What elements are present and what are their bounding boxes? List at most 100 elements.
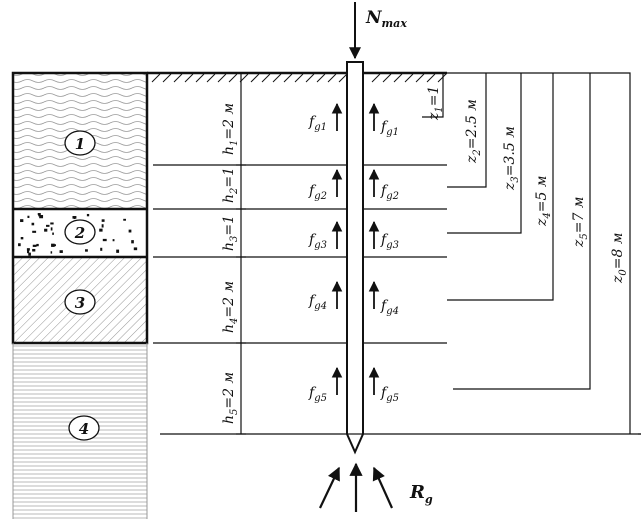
h3-label: h3=1	[221, 215, 240, 251]
friction-arrows	[331, 102, 380, 395]
z3-label: z3=3.5 м	[502, 126, 521, 191]
reaction-label: Rg	[409, 482, 433, 506]
depth-labels: z1=1 z2=2.5 м z3=3.5 м z4=5 м z5=7 м z0=…	[426, 86, 629, 284]
sand-grain	[123, 218, 126, 221]
sand-grain	[27, 250, 30, 254]
z3-bracket	[447, 73, 522, 234]
z0-bracket	[447, 72, 631, 434]
ground-hatch-mark	[173, 73, 183, 83]
sand-grain	[18, 243, 21, 247]
fg2-right: fg2	[380, 183, 399, 202]
ground-hatch-mark	[371, 73, 381, 83]
sand-grain	[50, 222, 54, 225]
sand-grain	[102, 238, 107, 242]
fg3-right: fg3	[380, 232, 399, 251]
layer-4-label: 4	[68, 415, 100, 441]
sand-grain	[51, 243, 55, 247]
sand-grain	[46, 224, 50, 227]
sand-grain	[133, 247, 138, 251]
z4-bracket	[447, 73, 554, 301]
sand-grain	[32, 244, 37, 247]
reaction-arrow-left	[319, 466, 340, 509]
sand-grain	[101, 219, 105, 222]
ground-hatch-mark	[415, 73, 425, 83]
h2-label: h2=1	[221, 167, 240, 203]
sand-grain	[131, 240, 134, 244]
ground-hatch-mark	[206, 73, 216, 83]
ground-hatch-mark	[217, 73, 227, 83]
sand-grain	[31, 222, 35, 226]
ground-hatch-mark	[327, 73, 337, 83]
sand-grain	[37, 213, 41, 215]
z2-bracket	[447, 73, 487, 188]
fg5-left: fg5	[308, 385, 327, 404]
pile	[346, 61, 364, 455]
load-label: Nmax	[365, 8, 407, 30]
h4-label: h4=2 м	[221, 281, 240, 333]
sand-grain	[128, 229, 132, 233]
thickness-labels: h1=2 м h2=1 h3=1 h4=2 м h5=2 м	[221, 103, 240, 424]
fg4-right: fg4	[380, 298, 399, 317]
ground-hatch-mark	[338, 73, 348, 83]
sand-grain	[26, 248, 30, 251]
sand-grain	[50, 251, 53, 254]
ground-hatch-mark	[151, 73, 161, 83]
sand-grain	[101, 224, 104, 228]
fg3-left: fg3	[308, 232, 327, 251]
fg4-left: fg4	[308, 293, 327, 312]
reaction-arrow-right	[372, 466, 394, 509]
ground-hatch-mark	[261, 73, 271, 83]
ground-hatch-mark	[393, 73, 403, 83]
fg1-right: fg1	[380, 119, 399, 138]
svg-text:2: 2	[74, 224, 85, 242]
ground-hatch-mark	[162, 73, 172, 83]
z2-label: z2=2.5 м	[464, 99, 483, 164]
ground-hatch-mark	[404, 73, 414, 83]
friction-labels: fg1 fg1 fg2 fg2 fg3 fg3 fg4 fg4 fg5 fg5	[308, 114, 399, 404]
sand-grain	[20, 219, 24, 223]
z1-bracket	[422, 73, 444, 118]
sand-grain	[86, 213, 90, 217]
layer-1-label: 1	[64, 130, 96, 156]
ground-hatching	[151, 73, 447, 83]
sand-grain	[59, 250, 63, 253]
ground-hatch-mark	[426, 73, 436, 83]
ground-hatch-mark	[250, 73, 260, 83]
layer-labels: 1 2 3 4	[64, 130, 100, 441]
fg5-right: fg5	[380, 385, 399, 404]
sand-grain	[112, 239, 115, 242]
ground-hatch-mark	[316, 73, 326, 83]
svg-text:1: 1	[75, 135, 85, 153]
sand-grain	[28, 252, 31, 256]
layer-2-label: 2	[64, 219, 96, 245]
sand-grain	[52, 232, 54, 235]
reaction-arrows	[319, 462, 394, 512]
ground-hatch-mark	[305, 73, 315, 83]
h1-label: h1=2 м	[221, 103, 240, 155]
sand-grain	[39, 215, 44, 219]
sand-grain	[32, 230, 37, 233]
svg-text:4: 4	[79, 420, 89, 438]
sand-grain	[72, 216, 77, 219]
layer-2-dots	[18, 213, 138, 256]
ground-hatch-mark	[184, 73, 194, 83]
z0-label: z0=8 м	[610, 233, 629, 284]
sand-grain	[50, 227, 53, 231]
z5-bracket	[453, 73, 591, 390]
depth-dimensions	[422, 72, 641, 435]
thickness-dimension	[236, 73, 246, 435]
sand-grain	[85, 249, 88, 252]
svg-text:3: 3	[75, 294, 85, 312]
layer-3-label: 3	[64, 289, 96, 315]
sand-grain	[99, 228, 103, 232]
sand-grain	[116, 249, 120, 253]
ground-surface	[147, 71, 447, 83]
sand-grain	[20, 237, 24, 240]
ground-hatch-mark	[283, 73, 293, 83]
pile-shaft	[346, 61, 364, 455]
ground-hatch-mark	[272, 73, 282, 83]
ground-hatch-mark	[228, 73, 238, 83]
soil-column	[11, 71, 149, 519]
